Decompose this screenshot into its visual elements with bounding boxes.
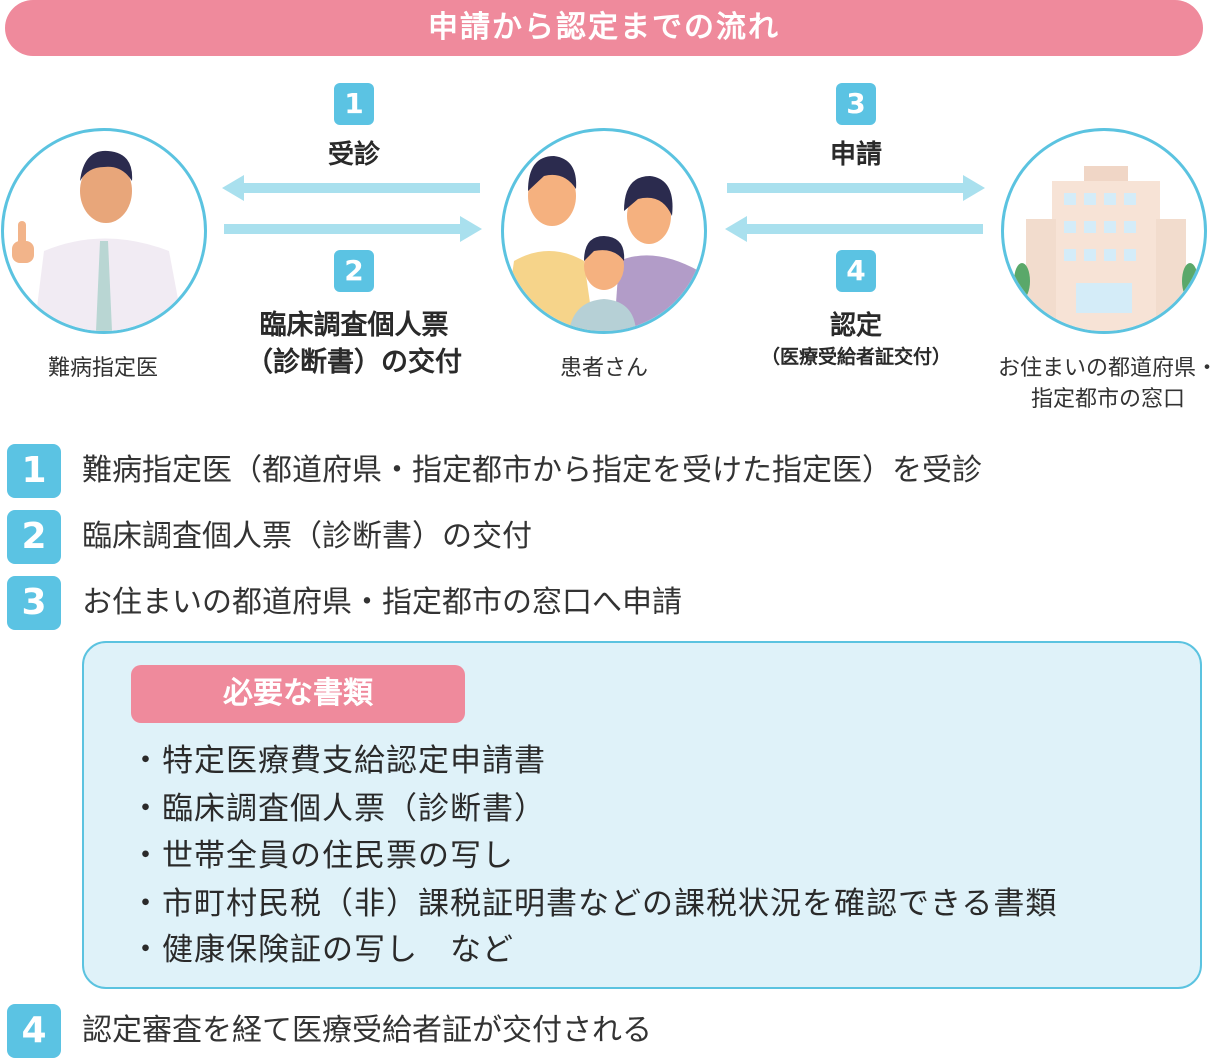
flow-label-4-sub: （医療受給者証交付）	[760, 346, 952, 368]
flow-label-2b: （診断書）の交付	[246, 347, 462, 378]
flow-badge-2: 2	[334, 250, 374, 292]
flow-label-4: 認定	[829, 311, 883, 341]
family-icon	[504, 156, 704, 331]
flow-badge-4: 4	[836, 250, 876, 292]
step-text-4: 認定審査を経て医療受給者証が交付される	[82, 1013, 652, 1048]
required-documents-title: 必要な書類	[131, 665, 465, 723]
step-text-1: 難病指定医（都道府県・指定都市から指定を受けた指定医）を受診	[82, 453, 982, 488]
caption-doctor: 難病指定医	[47, 356, 159, 381]
document-item: ・健康保険証の写し など	[130, 932, 514, 968]
step-text-3: お住まいの都道府県・指定都市の窓口へ申請	[82, 585, 682, 620]
arrows-doctor-patient	[222, 175, 482, 242]
step-badge-4: 4	[7, 1004, 61, 1058]
page-title: 申請から認定までの流れ	[5, 0, 1203, 56]
step-text-2: 臨床調査個人票（診断書）の交付	[82, 519, 532, 554]
doctor-illustration	[1, 128, 207, 334]
document-item: ・特定医療費支給認定申請書	[130, 743, 546, 779]
flow-label-1: 受診	[327, 140, 381, 170]
flow-badge-1: 1	[334, 83, 374, 125]
caption-office-2: 指定都市の窓口	[1030, 387, 1186, 412]
doctor-icon	[12, 150, 184, 331]
government-office-illustration	[1001, 128, 1207, 334]
flow-label-2a: 臨床調査個人票	[259, 310, 449, 341]
step-badge-3: 3	[7, 576, 61, 630]
arrow-right-icon	[727, 175, 985, 201]
step-badge-1: 1	[7, 444, 61, 498]
flow-label-3: 申請	[829, 140, 883, 170]
caption-patient: 患者さん	[559, 356, 649, 381]
caption-office-1: お住まいの都道府県・	[997, 356, 1219, 381]
building-icon	[1014, 166, 1198, 331]
document-item: ・市町村民税（非）課税証明書などの課税状況を確認できる書類	[130, 886, 1058, 922]
document-item: ・世帯全員の住民票の写し	[130, 838, 514, 874]
document-item: ・臨床調査個人票（診断書）	[130, 791, 546, 827]
step-badge-2: 2	[7, 510, 61, 564]
flow-badge-3: 3	[836, 83, 876, 125]
arrow-right-icon	[224, 216, 482, 242]
patient-family-illustration	[501, 128, 707, 334]
arrow-left-icon	[725, 216, 983, 242]
arrow-left-icon	[222, 175, 480, 201]
arrows-patient-office	[725, 175, 985, 242]
